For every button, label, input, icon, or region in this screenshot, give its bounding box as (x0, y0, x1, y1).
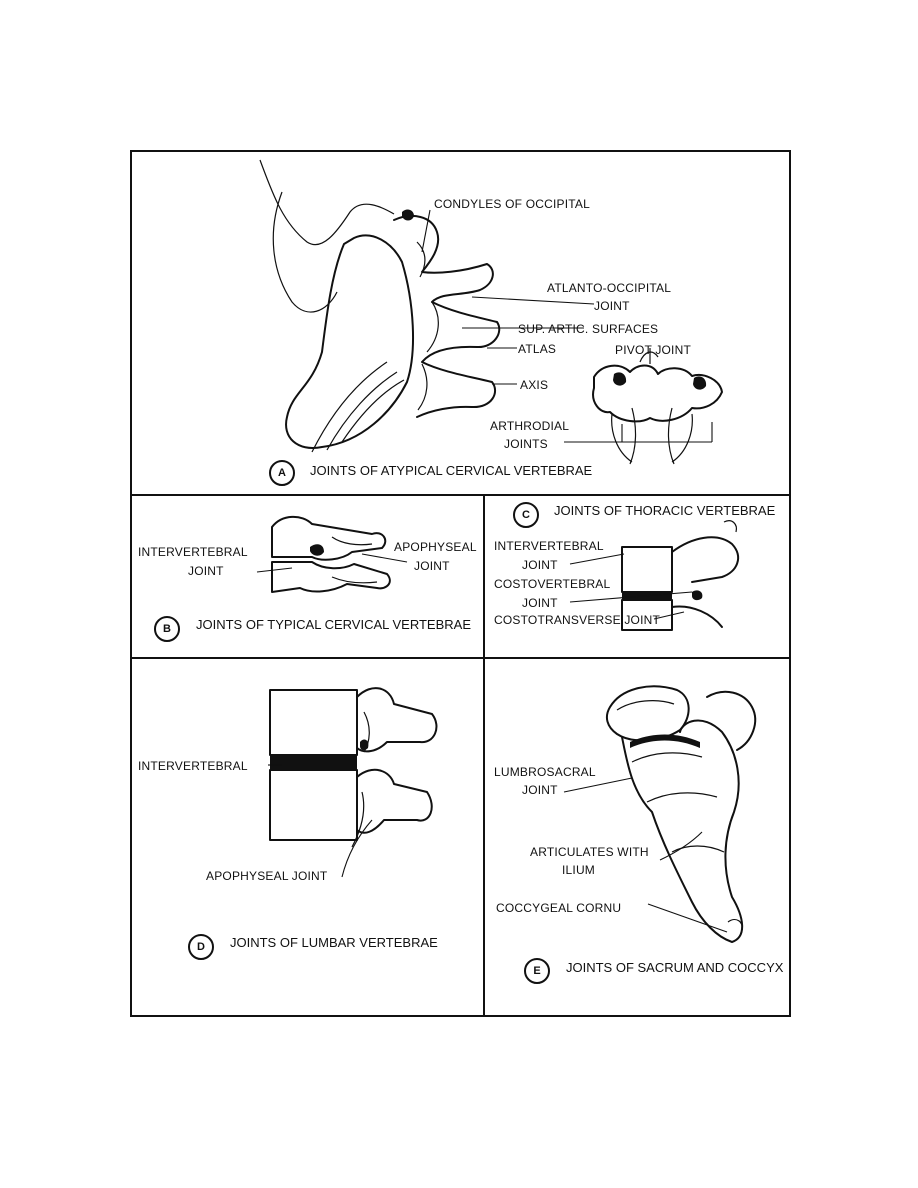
panel-c-caption: JOINTS OF THORACIC VERTEBRAE (554, 503, 776, 518)
panel-b-caption: JOINTS OF TYPICAL CERVICAL VERTEBRAE (196, 617, 471, 632)
panel-a-illustration (259, 159, 723, 465)
panel-a-caption: JOINTS OF ATYPICAL CERVICAL VERTEBRAE (310, 463, 593, 478)
divider-horizontal-middle (132, 657, 789, 659)
panel-e-label-coccygeal-cornu: COCCYGEAL CORNU (496, 901, 622, 915)
panel-e-illustration (563, 685, 757, 943)
panel-d-label-intervertebral: INTERVERTEBRAL (138, 759, 248, 773)
label-sup-artic-surfaces: SUP. ARTIC. SURFACES (518, 322, 659, 336)
panel-c-label-costovertebral-joint: JOINT (522, 596, 558, 610)
panel-b-illustration (256, 515, 408, 593)
panel-c-label-costotransverse-joint: COSTOTRANSVERSE JOINT (494, 613, 661, 627)
figure-frame: CONDYLES OF OCCIPITAL ATLANTO-OCCIPITAL … (130, 150, 791, 1017)
panel-e-caption: JOINTS OF SACRUM AND COCCYX (566, 960, 784, 975)
panel-b-badge: B (154, 616, 180, 642)
label-pivot-joint: PIVOT JOINT (615, 343, 691, 357)
divider-horizontal-top (132, 494, 789, 496)
panel-c-illustration (569, 520, 740, 631)
panel-b-label-apophyseal: APOPHYSEAL (394, 540, 477, 554)
panel-e-label-articulates-with: ARTICULATES WITH (530, 845, 649, 859)
label-atlas: ATLAS (518, 342, 557, 356)
label-atlanto-occipital-joint: JOINT (594, 299, 630, 313)
panel-e-label-lumbrosacral: LUMBROSACRAL (494, 765, 596, 779)
label-atlanto-occipital: ATLANTO-OCCIPITAL (547, 281, 672, 295)
divider-vertical (483, 494, 485, 1015)
panel-d-illustration (268, 687, 438, 878)
panel-b-label-intervertebral-joint: JOINT (188, 564, 224, 578)
label-condyles-of-occipital: CONDYLES OF OCCIPITAL (434, 197, 591, 211)
panel-d-label-apophyseal-joint: APOPHYSEAL JOINT (206, 869, 328, 883)
label-axis: AXIS (520, 378, 549, 392)
panel-c-label-intervertebral-joint: JOINT (522, 558, 558, 572)
panel-e-label-lumbrosacral-joint: JOINT (522, 783, 558, 797)
panel-d-caption: JOINTS OF LUMBAR VERTEBRAE (230, 935, 438, 950)
panel-b-label-intervertebral: INTERVERTEBRAL (138, 545, 248, 559)
panel-a-badge: A (269, 460, 295, 486)
panel-e-badge: E (524, 958, 550, 984)
panel-e-label-ilium: ILIUM (562, 863, 596, 877)
panel-c-label-costovertebral: COSTOVERTEBRAL (494, 577, 611, 591)
panel-a-leaders (421, 209, 713, 443)
panel-c-label-intervertebral: INTERVERTEBRAL (494, 539, 604, 553)
label-arthrodial-joints: JOINTS (504, 437, 548, 451)
panel-d-badge: D (188, 934, 214, 960)
label-arthrodial: ARTHRODIAL (490, 419, 570, 433)
panel-b-label-apophyseal-joint: JOINT (414, 559, 450, 573)
panel-c-badge: C (513, 502, 539, 528)
